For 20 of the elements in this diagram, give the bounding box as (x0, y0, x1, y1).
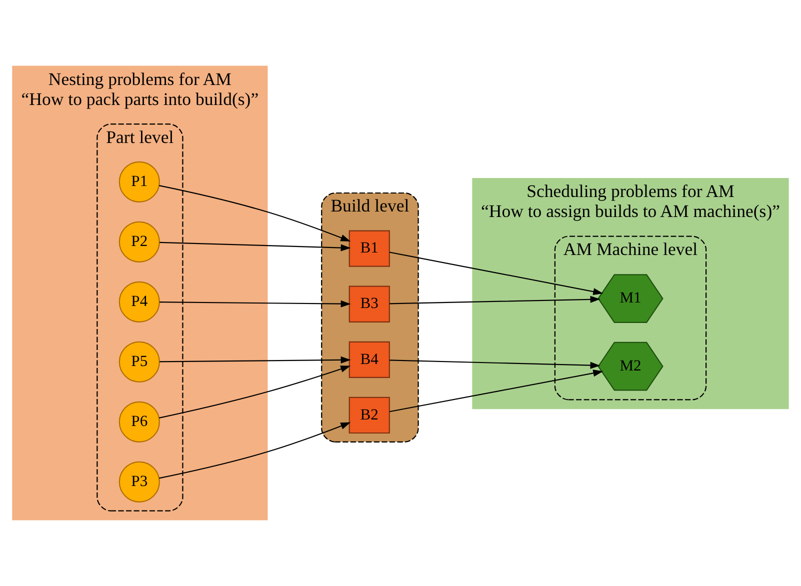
arrow (159, 422, 351, 479)
node-circle: P1 (118, 161, 160, 202)
arrow (160, 356, 351, 364)
arrow (389, 252, 604, 296)
node-box: B4 (348, 341, 390, 378)
arrow (159, 185, 351, 242)
node-box: B3 (348, 286, 390, 322)
node-circle: P2 (118, 221, 160, 262)
arrow (390, 360, 600, 369)
node-box: B2 (348, 396, 390, 434)
node-box: B1 (348, 230, 390, 267)
node-circle: P4 (118, 281, 160, 322)
node-circle: P5 (118, 341, 160, 382)
node-circle: P6 (118, 401, 160, 442)
node-circle: P3 (118, 461, 160, 502)
arrow (160, 300, 351, 308)
arrow (158, 366, 351, 418)
arrow (160, 242, 351, 252)
arrow (390, 296, 600, 304)
arrow (389, 370, 604, 412)
